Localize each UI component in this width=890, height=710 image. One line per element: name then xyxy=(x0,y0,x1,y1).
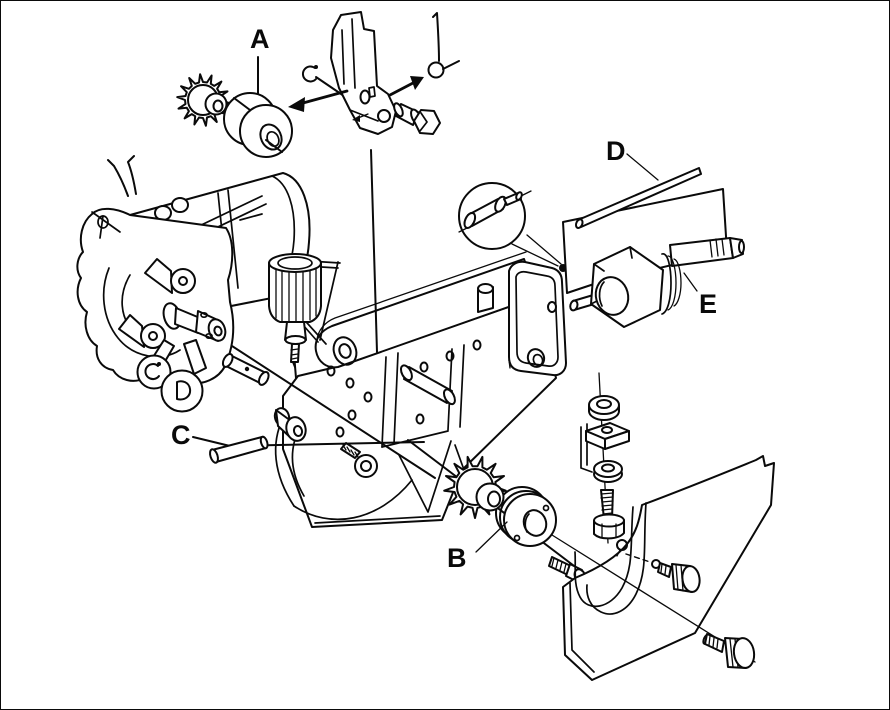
tension-bracket xyxy=(330,11,397,135)
chain-sprocket-b xyxy=(443,455,507,519)
hex-screw xyxy=(593,489,625,540)
lever-arm xyxy=(183,339,207,375)
callout-e: E xyxy=(699,289,717,319)
cross-shaft-rod xyxy=(399,364,456,406)
shaft-washers xyxy=(136,354,204,413)
frame-holes xyxy=(326,339,482,438)
callout-d: D xyxy=(606,136,626,166)
thumbscrew-upper xyxy=(651,559,701,593)
callout-c: C xyxy=(171,420,191,450)
dashed-install-line xyxy=(625,553,651,563)
hardware-stack xyxy=(580,372,630,544)
motor-wires xyxy=(107,155,137,197)
socket-screw xyxy=(340,442,378,478)
clevis-pin-c xyxy=(209,435,269,464)
drive-sprocket-a xyxy=(176,73,230,127)
mounting-posts xyxy=(118,258,196,349)
thumbscrew-lower xyxy=(702,633,756,669)
pulley-b xyxy=(495,486,557,547)
motor-output-shaft xyxy=(162,302,227,342)
adjuster-assembly-e xyxy=(569,237,745,328)
roll-pin xyxy=(221,352,270,386)
frame-end-flange xyxy=(508,260,567,377)
retaining-ring xyxy=(616,539,628,557)
hex-bolt xyxy=(393,102,441,135)
callout-labels: A B C D E xyxy=(171,24,717,573)
idler-roller-a xyxy=(223,92,293,158)
spring-wire xyxy=(427,12,445,79)
direction-arrows xyxy=(288,76,424,112)
callout-b: B xyxy=(447,543,467,573)
knurled-adjuster-knob xyxy=(268,253,322,368)
detail-inset-circle xyxy=(458,182,567,272)
frame-bushing xyxy=(273,407,307,442)
callout-a: A xyxy=(250,24,270,54)
e-leader xyxy=(683,272,698,292)
c-clip xyxy=(301,65,318,83)
main-frame-bracket xyxy=(273,251,567,528)
b-leader xyxy=(475,521,508,553)
motor-assembly xyxy=(76,155,341,413)
guide-rod-d xyxy=(574,153,702,229)
